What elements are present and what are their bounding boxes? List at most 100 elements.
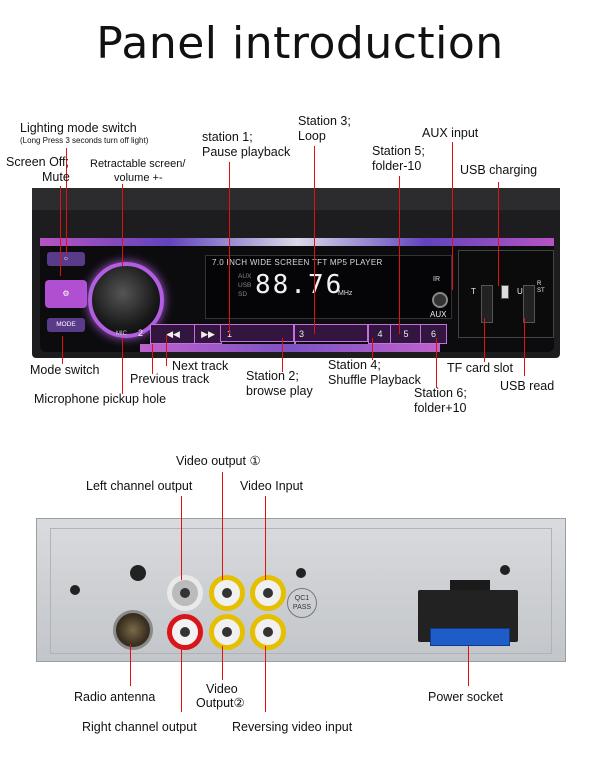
leader-line xyxy=(122,184,123,266)
station-button-2[interactable]: 2 xyxy=(138,328,144,338)
model-text: 7.0 INCH WIDE SCREEN TFT MP5 PLAYER xyxy=(212,258,383,267)
video-output-2-jack[interactable] xyxy=(209,614,245,650)
video-input-jack[interactable] xyxy=(250,575,286,611)
leader-line xyxy=(498,182,499,286)
usb-label: U xyxy=(517,287,523,296)
station-buttons: ◀◀ ▶▶ 1 3 4 5 6 xyxy=(150,324,447,344)
leader-line xyxy=(399,176,400,334)
qc-pass-sticker: QC1 PASS xyxy=(287,588,317,618)
source-indicators: AUX USB SD xyxy=(238,272,251,299)
src-usb: USB xyxy=(238,282,252,289)
label-screen-off-line2: Mute xyxy=(42,170,70,184)
screw-hole xyxy=(500,565,510,575)
tf-card-slot[interactable] xyxy=(481,285,493,323)
label-station6-line2: folder+10 xyxy=(414,401,467,415)
label-tf-card-slot: TF card slot xyxy=(447,361,513,375)
src-aux: AUX xyxy=(238,273,252,280)
leader-line xyxy=(181,646,182,712)
leader-line xyxy=(524,318,525,376)
label-station4-line2: Shuffle Playback xyxy=(328,373,421,387)
page-title: Panel introduction xyxy=(96,18,504,69)
back-panel-inner xyxy=(50,528,552,654)
station-button-6[interactable]: 6 xyxy=(420,324,447,344)
mode-button[interactable]: MODE xyxy=(47,318,85,332)
aux-jack[interactable] xyxy=(432,292,448,308)
label-left-channel-output: Left channel output xyxy=(86,479,193,493)
station-button-3[interactable]: 3 xyxy=(294,324,368,342)
qc-line2: PASS xyxy=(292,604,312,611)
leader-line xyxy=(66,148,67,254)
power-connector-latch xyxy=(450,580,490,592)
label-station3-line2: Loop xyxy=(298,129,326,143)
screen-off-mute-button[interactable]: ⚙ xyxy=(45,280,87,308)
screw-hole xyxy=(70,585,80,595)
label-usb-read: USB read xyxy=(500,379,555,393)
screw-hole xyxy=(130,565,146,581)
leader-line xyxy=(60,186,61,276)
leader-line xyxy=(222,646,223,680)
label-microphone: Microphone pickup hole xyxy=(34,392,167,406)
leader-line xyxy=(122,338,123,394)
display-screen xyxy=(205,255,452,319)
label-previous-track: Previous track xyxy=(130,372,210,386)
leader-line xyxy=(166,334,167,366)
leader-line xyxy=(484,318,485,362)
label-station1-line2: Pause playback xyxy=(202,145,291,159)
label-video-output-2-line1: Video xyxy=(206,682,238,696)
left-channel-output-jack[interactable] xyxy=(167,575,203,611)
frequency-readout: 88.76 xyxy=(255,270,344,300)
radio-antenna-socket[interactable] xyxy=(113,610,153,650)
src-sd: SD xyxy=(238,291,248,298)
mic-label: MIC xyxy=(116,331,127,337)
label-video-input: Video Input xyxy=(240,479,304,493)
leader-line xyxy=(265,496,266,580)
frequency-unit: MHz xyxy=(338,290,353,297)
label-station1-line1: station 1; xyxy=(202,130,253,144)
qc-line1: QC1 xyxy=(294,595,310,602)
front-panel-top xyxy=(32,188,560,210)
video-output-1-jack[interactable] xyxy=(209,575,245,611)
leader-line xyxy=(468,646,469,686)
lighting-mode-button[interactable]: ☼ xyxy=(47,252,85,266)
reversing-video-input-jack[interactable] xyxy=(250,614,286,650)
leader-line xyxy=(181,496,182,580)
leader-line xyxy=(62,336,63,364)
label-station4-line1: Station 4; xyxy=(328,358,381,372)
label-mode-switch: Mode switch xyxy=(30,363,100,377)
label-station2-line2: browse play xyxy=(246,384,313,398)
leader-line xyxy=(130,644,131,686)
fuse xyxy=(430,628,510,646)
leader-line xyxy=(152,344,153,374)
tf-usb-panel: T U RST xyxy=(458,250,554,338)
leader-line xyxy=(265,646,266,712)
label-reversing-video-input: Reversing video input xyxy=(232,720,353,734)
label-right-channel-output: Right channel output xyxy=(82,720,197,734)
top-light-strip xyxy=(40,238,554,246)
station-button-5[interactable]: 5 xyxy=(390,324,422,344)
label-station5-line1: Station 5; xyxy=(372,144,425,158)
usb-read-port[interactable] xyxy=(523,285,535,323)
label-station3-line1: Station 3; xyxy=(298,114,351,128)
label-power-socket: Power socket xyxy=(428,690,504,704)
ir-label: IR xyxy=(433,276,440,283)
previous-track-button[interactable]: ◀◀ xyxy=(150,324,196,344)
usb-charging-port[interactable] xyxy=(501,285,509,299)
right-channel-output-jack[interactable] xyxy=(167,614,203,650)
label-screen-off-line1: Screen Off; xyxy=(6,155,69,169)
leader-line xyxy=(282,338,283,372)
leader-line xyxy=(314,146,315,334)
screw-hole xyxy=(296,568,306,578)
bottom-light-strip xyxy=(140,344,440,352)
label-video-output-2-line2: Output② xyxy=(196,696,245,710)
label-station5-line2: folder-10 xyxy=(372,159,422,173)
label-aux-input: AUX input xyxy=(422,126,479,140)
label-station2-line1: Station 2; xyxy=(246,369,299,383)
next-track-button[interactable]: ▶▶ xyxy=(194,324,222,344)
label-next-track: Next track xyxy=(172,359,229,373)
label-radio-antenna: Radio antenna xyxy=(74,690,156,704)
leader-line xyxy=(372,338,373,360)
label-usb-charging: USB charging xyxy=(460,163,538,177)
leader-line xyxy=(222,472,223,580)
station-button-1[interactable]: 1 xyxy=(220,324,294,342)
label-video-output-1: Video output ① xyxy=(176,454,261,468)
